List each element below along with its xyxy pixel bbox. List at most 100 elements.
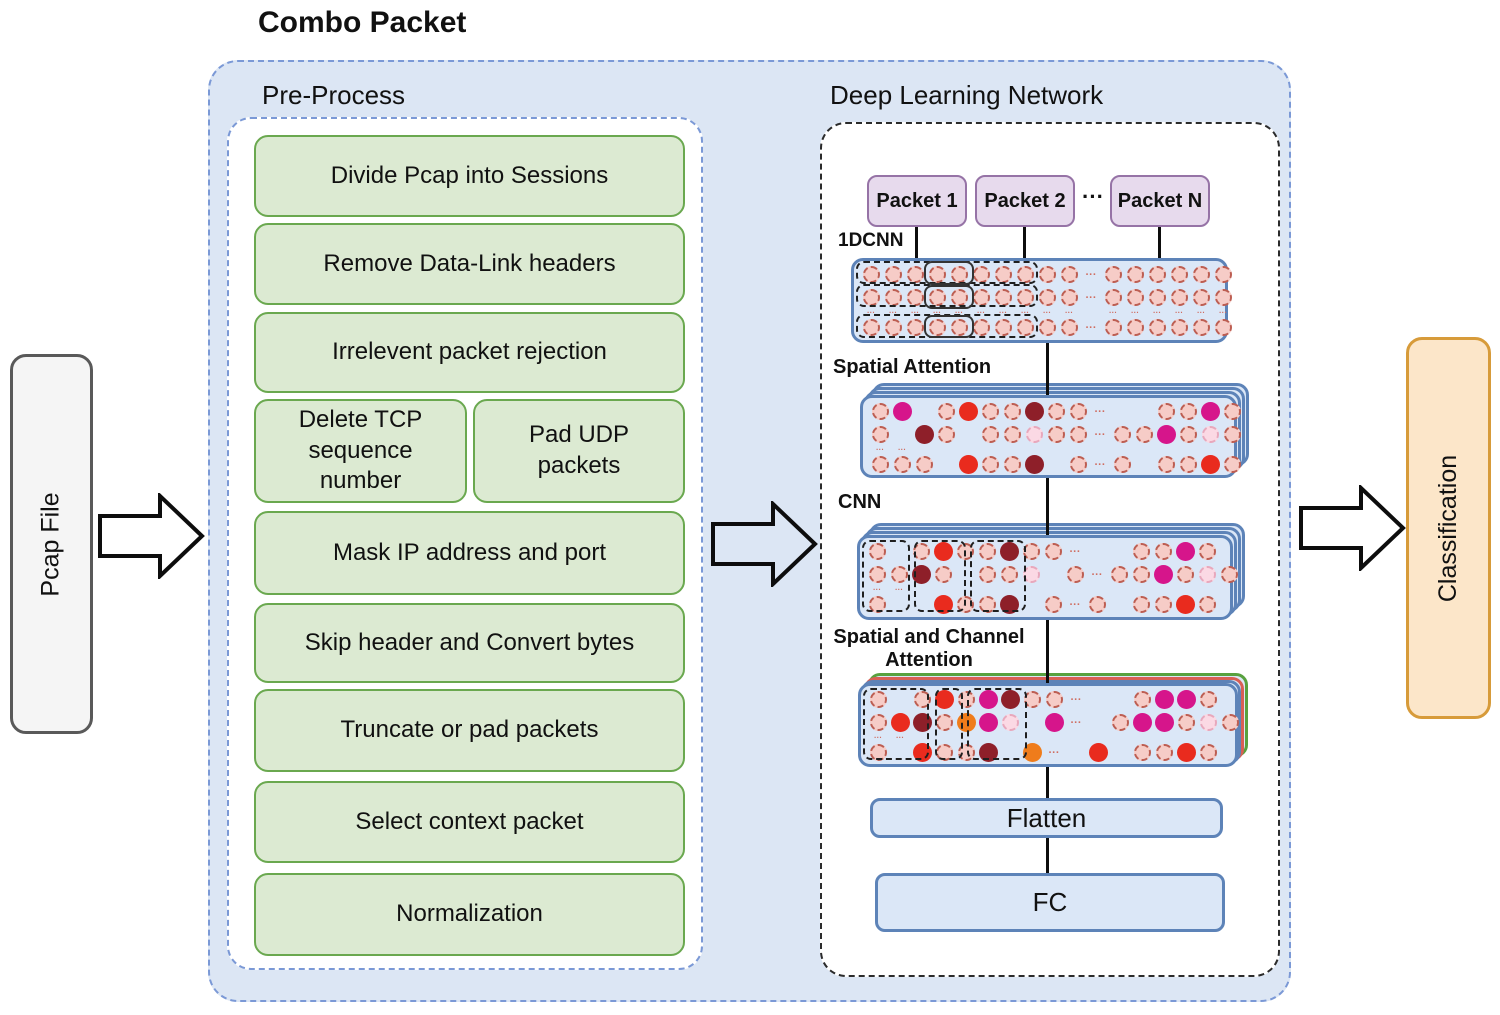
neuron-dot — [862, 319, 880, 336]
neuron-dot — [1214, 289, 1232, 306]
neuron-dot — [1176, 690, 1196, 709]
feature-cell — [888, 566, 910, 583]
neuron-dot — [1148, 289, 1166, 306]
neuron-dot — [950, 319, 968, 336]
feature-cell — [1218, 566, 1240, 583]
feature-row: ··· — [860, 316, 1232, 339]
feature-cell — [1087, 743, 1109, 762]
neuron-dot — [1176, 743, 1196, 762]
neuron-dot — [1044, 713, 1064, 732]
neuron-dot — [1157, 456, 1175, 473]
neuron-dot — [994, 319, 1012, 336]
neuron-dot — [1132, 543, 1150, 560]
ellipsis-mark: ··· — [1094, 458, 1106, 471]
feature-cell — [1168, 319, 1190, 336]
ellipsis-mark: ··· — [1070, 693, 1082, 706]
feature-cell — [1146, 289, 1168, 306]
feature-cell — [869, 403, 891, 420]
feature-cell — [1001, 403, 1023, 420]
neuron-dot — [1200, 402, 1220, 421]
feature-cell — [1199, 402, 1221, 421]
feature-cell — [948, 319, 970, 336]
ellipsis-mark: ··· — [1048, 746, 1060, 759]
feature-cell — [1152, 543, 1174, 560]
neuron-dot — [1156, 425, 1176, 444]
feature-cell — [1124, 289, 1146, 306]
feature-cell — [1102, 266, 1124, 283]
ellipsis-mark: ··· — [977, 308, 985, 317]
neuron-dot — [1088, 596, 1106, 613]
spatial-attention-label: Spatial Attention — [833, 356, 992, 378]
feature-cell — [1020, 543, 1042, 560]
conv-window — [914, 540, 966, 612]
neuron-dot — [1111, 714, 1129, 731]
feature-cell — [1174, 595, 1196, 614]
neuron-dot — [1133, 744, 1151, 761]
figure-title: Combo Packet — [258, 6, 467, 39]
feature-cell — [1155, 425, 1177, 444]
feature-cell — [976, 596, 998, 613]
neuron-dot — [1126, 266, 1144, 283]
fc-box: FC — [875, 873, 1225, 932]
conv-window — [924, 261, 974, 285]
feature-cell — [1014, 319, 1036, 336]
arrow-dln-to-classification — [1299, 485, 1406, 571]
feature-cell — [913, 425, 935, 444]
ellipsis-mark: ··· — [896, 733, 904, 742]
feature-row: ··· — [860, 263, 1232, 286]
neuron-dot — [1104, 266, 1122, 283]
feature-cell — [1067, 426, 1089, 443]
feature-cell — [1102, 289, 1124, 306]
neuron-dot — [869, 691, 887, 708]
feature-cell — [1197, 691, 1219, 708]
neuron-dot — [1133, 691, 1151, 708]
feature-cell — [1036, 319, 1058, 336]
neuron-dot — [1069, 456, 1087, 473]
feature-cell — [979, 426, 1001, 443]
feature-map-surface: ··············· — [860, 395, 1241, 478]
feature-cell — [1043, 713, 1065, 732]
feature-cell — [1174, 542, 1196, 561]
neuron-dot — [914, 425, 934, 444]
neuron-dot — [871, 426, 889, 443]
neuron-dot — [893, 456, 911, 473]
sca-label-line1: Spatial and Channel — [833, 626, 1025, 648]
neuron-dot — [1214, 266, 1232, 283]
neuron-dot — [1003, 403, 1021, 420]
ellipsis-mark: ··· — [867, 308, 875, 317]
ellipsis-mark: ··· — [895, 585, 903, 594]
neuron-dot — [999, 542, 1019, 561]
neuron-dot — [1176, 566, 1194, 583]
feature-cell — [1124, 266, 1146, 283]
neuron-dot — [911, 565, 931, 584]
feature-cell — [1102, 319, 1124, 336]
feature-row: ······ — [866, 585, 1230, 594]
feature-cell — [1036, 266, 1058, 283]
packet-2-box: Packet 2 — [975, 175, 1075, 227]
ellipsis-mark: ··· — [933, 308, 941, 317]
conv-window — [924, 315, 974, 338]
feature-cell — [1155, 403, 1177, 420]
neuron-dot — [1155, 744, 1173, 761]
feature-cell — [882, 319, 904, 336]
connector-cnn-sca — [1046, 620, 1049, 683]
neuron-dot — [1023, 691, 1041, 708]
feature-cell — [999, 714, 1021, 731]
neuron-dot — [1066, 566, 1084, 583]
feature-cell — [1086, 596, 1108, 613]
neuron-dot — [937, 403, 955, 420]
feature-cell — [999, 690, 1021, 709]
neuron-dot — [1170, 319, 1188, 336]
feature-cell — [1152, 596, 1174, 613]
neuron-dot — [999, 595, 1019, 614]
neuron-dot — [958, 455, 978, 474]
sca-label-line2: Attention — [885, 649, 973, 671]
conv-window — [863, 688, 929, 760]
neuron-dot — [1198, 596, 1216, 613]
neuron-dot — [1157, 403, 1175, 420]
neuron-dot — [1113, 426, 1131, 443]
feature-cell — [1196, 596, 1218, 613]
neuron-dot — [1154, 690, 1174, 709]
neuron-dot — [1069, 403, 1087, 420]
neuron-dot — [1000, 690, 1020, 709]
